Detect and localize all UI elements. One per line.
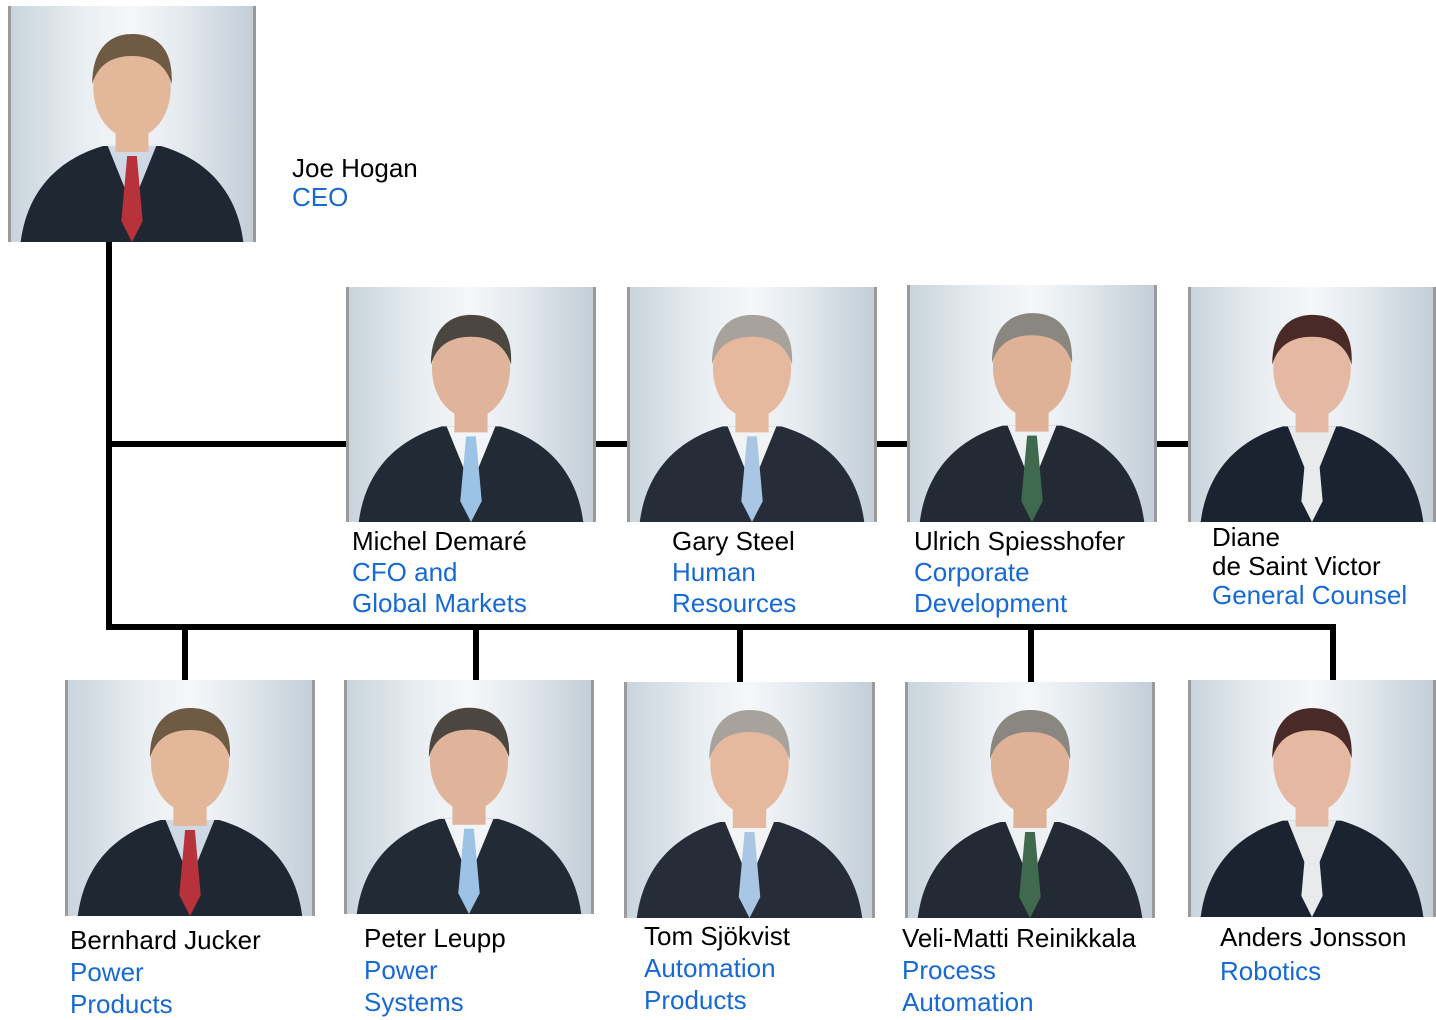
staff-portrait-photo — [1188, 287, 1436, 522]
person-name: Anders Jonsson — [1220, 922, 1407, 952]
portrait-hair — [711, 314, 793, 365]
portrait-hair — [709, 710, 790, 760]
person-role: Human — [672, 557, 756, 587]
portrait-silhouette — [917, 710, 1143, 918]
division-label: Bernhard Jucker Power Products — [70, 924, 261, 1020]
person-name: Joe Hogan — [292, 153, 418, 183]
person-name: Peter Leupp — [364, 923, 506, 953]
portrait-hair — [149, 708, 231, 758]
division-label: Veli-Matti Reinikkala Process Automation — [902, 922, 1136, 1018]
portrait-silhouette — [1200, 708, 1424, 917]
ceo-trunk-connector — [106, 240, 112, 630]
portrait-face — [150, 712, 230, 812]
portrait-silhouette — [636, 710, 863, 918]
person-name: Tom Sjökvist — [644, 921, 790, 951]
portrait-hair — [92, 34, 172, 84]
person-role: Power — [70, 957, 144, 987]
person-name: Bernhard Jucker — [70, 925, 261, 955]
portrait-silhouette — [919, 313, 1145, 522]
person-role: Products — [644, 985, 747, 1015]
portrait-tie — [458, 828, 480, 914]
ceo-label: Joe Hogan CEO — [292, 154, 418, 212]
staff-label: Diane de Saint Victor General Counsel — [1212, 523, 1407, 610]
person-role: Development — [914, 588, 1068, 618]
portrait-hair — [428, 707, 510, 758]
portrait-face — [712, 318, 792, 419]
staff-label: Michel Demaré CFO and Global Markets — [352, 526, 527, 619]
division-drop-connector — [473, 624, 479, 682]
portrait-hair — [1272, 708, 1352, 759]
portrait-tie — [1019, 832, 1041, 918]
person-name: Veli-Matti Reinikkala — [902, 923, 1137, 953]
portrait-tie — [121, 156, 143, 242]
division-portrait-photo — [65, 680, 315, 916]
person-role: General Counsel — [1212, 580, 1408, 610]
division-portrait-photo — [1188, 680, 1436, 917]
division-drop-connector — [1028, 624, 1034, 682]
person-name: Gary Steel — [672, 526, 795, 556]
ceo-portrait-photo — [8, 6, 256, 242]
person-role: Global Markets — [352, 588, 527, 618]
portrait-face — [429, 711, 509, 811]
portrait-silhouette — [20, 34, 244, 242]
portrait-face — [990, 714, 1070, 814]
portrait-hair — [989, 710, 1071, 760]
portrait-silhouette — [358, 314, 584, 522]
person-name: Michel Demaré — [352, 526, 527, 556]
staff-portrait-photo — [907, 285, 1157, 522]
person-role: Products — [70, 989, 173, 1019]
portrait-silhouette — [77, 708, 303, 916]
person-role: CEO — [292, 182, 349, 212]
person-role: Automation — [902, 987, 1034, 1017]
staff-label: Gary Steel Human Resources — [672, 526, 796, 619]
portrait-face — [710, 714, 789, 814]
portrait-hair — [991, 313, 1073, 364]
division-drop-connector — [1330, 624, 1336, 682]
person-name: de Saint Victor — [1212, 551, 1381, 581]
division-drop-connector — [737, 624, 743, 682]
portrait-tie — [179, 830, 201, 916]
portrait-hair — [430, 314, 512, 365]
person-role: Power — [364, 955, 438, 985]
portrait-face — [992, 317, 1072, 418]
person-role: Robotics — [1220, 956, 1322, 986]
division-bus-connector — [106, 624, 1336, 630]
portrait-silhouette — [639, 314, 865, 522]
portrait-face — [431, 318, 511, 419]
portrait-tie — [1021, 435, 1043, 522]
portrait-face — [1273, 318, 1351, 419]
portrait-silhouette — [356, 707, 582, 914]
portrait-tie — [1301, 436, 1323, 522]
division-label: Peter Leupp Power Systems — [364, 922, 506, 1018]
division-label: Tom Sjökvist Automation Products — [644, 920, 790, 1016]
portrait-hair — [1272, 314, 1352, 365]
division-portrait-photo — [344, 680, 594, 914]
person-name: Ulrich Spiesshofer — [914, 526, 1125, 556]
portrait-tie — [741, 436, 763, 522]
person-role: Automation — [644, 953, 776, 983]
portrait-face — [1273, 712, 1351, 813]
person-role: CFO and — [352, 557, 458, 587]
person-role: Systems — [364, 987, 464, 1017]
person-name: Diane — [1212, 522, 1280, 552]
portrait-face — [93, 38, 171, 138]
person-role: Process — [902, 955, 996, 985]
portrait-tie — [738, 832, 761, 918]
person-role: Resources — [672, 588, 797, 618]
person-role: Corporate — [914, 557, 1030, 587]
division-portrait-photo — [905, 682, 1155, 918]
portrait-silhouette — [1200, 314, 1424, 522]
staff-portrait-photo — [346, 287, 596, 522]
division-drop-connector — [182, 624, 188, 682]
portrait-tie — [1301, 830, 1323, 917]
portrait-tie — [460, 436, 482, 522]
division-label: Anders Jonsson Robotics — [1220, 920, 1406, 988]
division-portrait-photo — [624, 682, 875, 918]
staff-portrait-photo — [627, 287, 877, 522]
staff-label: Ulrich Spiesshofer Corporate Development — [914, 526, 1125, 619]
